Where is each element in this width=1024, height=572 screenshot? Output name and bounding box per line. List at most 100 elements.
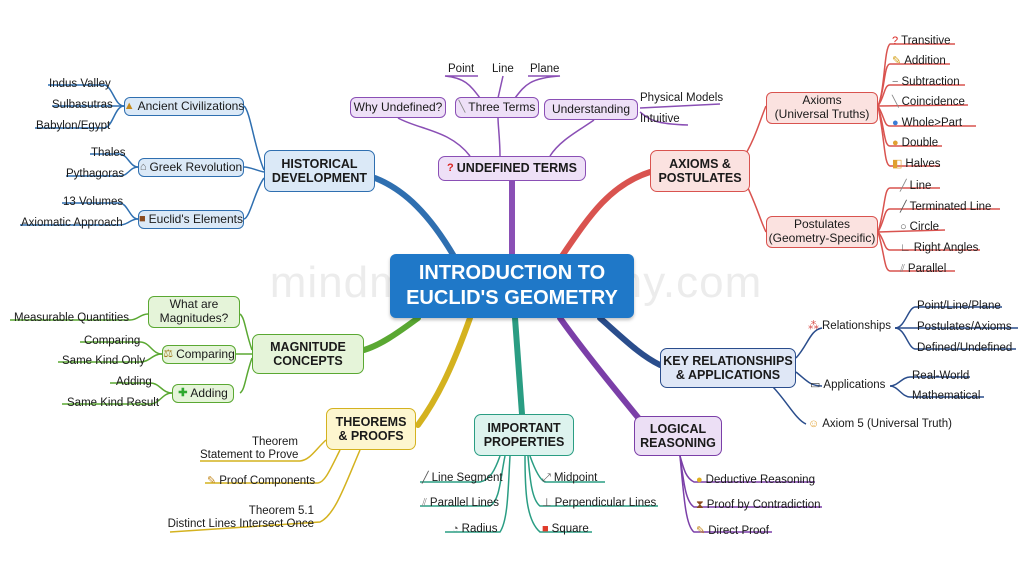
understanding-node[interactable]: Understanding — [544, 99, 638, 120]
central-title-line2: EUCLID'S GEOMETRY — [406, 287, 618, 309]
axioms-universal-node[interactable]: Axioms(Universal Truths) — [766, 92, 878, 124]
adding-item-2: Same Kind Result — [67, 397, 160, 409]
hourglass-icon: ⧗ — [696, 499, 704, 511]
ancient-item-1: Indus Valley — [49, 78, 111, 90]
branch-historical — [372, 175, 458, 261]
comparing-item-1: Comparing — [84, 335, 141, 347]
ruler-icon: ╲ — [458, 101, 466, 114]
postulate-parallel: ⫽Parallel — [900, 263, 947, 275]
adding-item-1: Adding — [116, 376, 152, 388]
brain-icon: ● — [892, 137, 899, 149]
greek-item-2: Pythagoras — [66, 168, 125, 180]
undefined-terms-node[interactable]: ?UNDEFINED TERMS — [438, 156, 586, 181]
relationships-item-3: Defined/Undefined — [917, 342, 1013, 354]
plus-icon: ✚ — [178, 387, 188, 400]
measurable-quantities: Measurable Quantities — [14, 312, 130, 324]
lightbulb-icon: ● — [696, 474, 703, 486]
greek-item-1: Thales — [91, 147, 126, 159]
understanding-item-1: Physical Models — [640, 92, 724, 104]
pencil-icon: ✎ — [696, 525, 706, 537]
comparing-item-2: Same Kind Only — [62, 355, 146, 367]
midpoint-icon: ⤢ — [542, 472, 551, 484]
postulate-line: ╱Line — [900, 180, 932, 192]
three-terms-line: Line — [492, 63, 514, 75]
understanding-item-2: Intuitive — [640, 113, 680, 125]
adding-node[interactable]: ✚Adding — [172, 384, 234, 403]
segment-icon: ╱ — [900, 201, 907, 213]
axiom-halves: ◧Halves — [892, 158, 941, 170]
relationships-label: ⁂Relationships — [808, 320, 892, 332]
postulate-right-angles: ∟Right Angles — [900, 242, 979, 254]
people-icon: ● — [892, 117, 899, 129]
minus-icon: − — [892, 76, 899, 88]
axiom-transitive: ?Transitive — [892, 35, 951, 47]
axioms-postulates-node[interactable]: AXIOMS &POSTULATES — [650, 150, 750, 192]
molecule-icon: ⁂ — [808, 320, 819, 332]
memo-icon: ✎ — [207, 475, 217, 487]
property-midpoint: ⤢Midpoint — [542, 472, 598, 484]
right-angle-icon: ∟ — [900, 242, 911, 254]
computer-icon: ▭ — [810, 379, 821, 391]
square-icon: ■ — [542, 523, 549, 535]
halves-icon: ◧ — [892, 158, 903, 170]
postulate-circle: ○Circle — [900, 221, 940, 233]
euclids-elements-node[interactable]: ■Euclid's Elements — [138, 210, 244, 229]
branch-axioms — [559, 169, 653, 259]
postulates-geometry-node[interactable]: Postulates(Geometry-Specific) — [766, 216, 878, 248]
branch-theorems — [415, 315, 473, 428]
three-terms-node[interactable]: ╲Three Terms — [455, 97, 539, 118]
applications-item-1: Real-World — [912, 370, 970, 382]
elements-item-2: Axiomatic Approach — [21, 217, 123, 229]
property-parallel-lines: ⫽Parallel Lines — [422, 497, 499, 509]
axiom5-label: ☺Axiom 5 (Universal Truth) — [808, 418, 952, 430]
three-terms-point: Point — [448, 63, 475, 75]
ancient-civilizations-node[interactable]: ▲Ancient Civilizations — [124, 97, 244, 116]
deductive-reasoning: ●Deductive Reasoning — [696, 474, 815, 486]
book-icon: ■ — [139, 213, 146, 226]
axiom-coincidence: ╲Coincidence — [892, 96, 965, 108]
proof-by-contradiction: ⧗Proof by Contradiction — [696, 499, 821, 511]
parallel-icon: ⫽ — [422, 497, 427, 509]
axiom-addition: ✎Addition — [892, 55, 946, 67]
proof-components: ✎Proof Components — [207, 475, 316, 487]
branch-magnitude — [361, 315, 421, 353]
ancient-item-3: Babylon/Egypt — [36, 120, 111, 132]
ancient-item-2: Sulbasutras — [52, 99, 113, 111]
scale-icon: ⚖ — [163, 348, 174, 361]
segment-icon: ╱ — [422, 472, 429, 484]
branch-logical — [557, 315, 643, 423]
axiom-double: ●Double — [892, 137, 939, 149]
direct-proof: ✎Direct Proof — [696, 525, 769, 537]
branch-properties — [512, 315, 525, 417]
question-icon: ? — [447, 162, 454, 175]
greek-revolution-node[interactable]: ⌂Greek Revolution — [138, 158, 244, 177]
applications-item-2: Mathematical — [912, 390, 981, 402]
theorems-proofs-node[interactable]: THEOREMS& PROOFS — [326, 408, 416, 450]
comparing-node[interactable]: ⚖Comparing — [162, 345, 236, 364]
circle-icon: ○ — [900, 221, 907, 233]
temple-icon: ⌂ — [139, 161, 147, 174]
pyramid-icon: ▲ — [123, 100, 135, 113]
line-icon: ╱ — [900, 180, 907, 192]
parallel-icon: ⫽ — [900, 263, 905, 275]
applications-label: ▭Applications — [810, 379, 886, 391]
branch-key — [597, 315, 663, 368]
property-perpendicular-lines: ⊥Perpendicular Lines — [542, 497, 657, 509]
key-relationships-node[interactable]: KEY RELATIONSHIPS& APPLICATIONS — [660, 348, 796, 388]
question-mark-icon: ? — [892, 35, 899, 47]
smiley-icon: ☺ — [808, 418, 820, 430]
property-line-segment: ╱Line Segment — [422, 472, 503, 484]
relationships-item-2: Postulates/Axioms — [917, 321, 1012, 333]
why-undefined-node[interactable]: Why Undefined? — [350, 97, 446, 118]
perpendicular-icon: ⊥ — [542, 497, 552, 509]
property-radius: ◔Radius — [452, 523, 498, 535]
postulate-terminated-line: ╱Terminated Line — [900, 201, 992, 213]
